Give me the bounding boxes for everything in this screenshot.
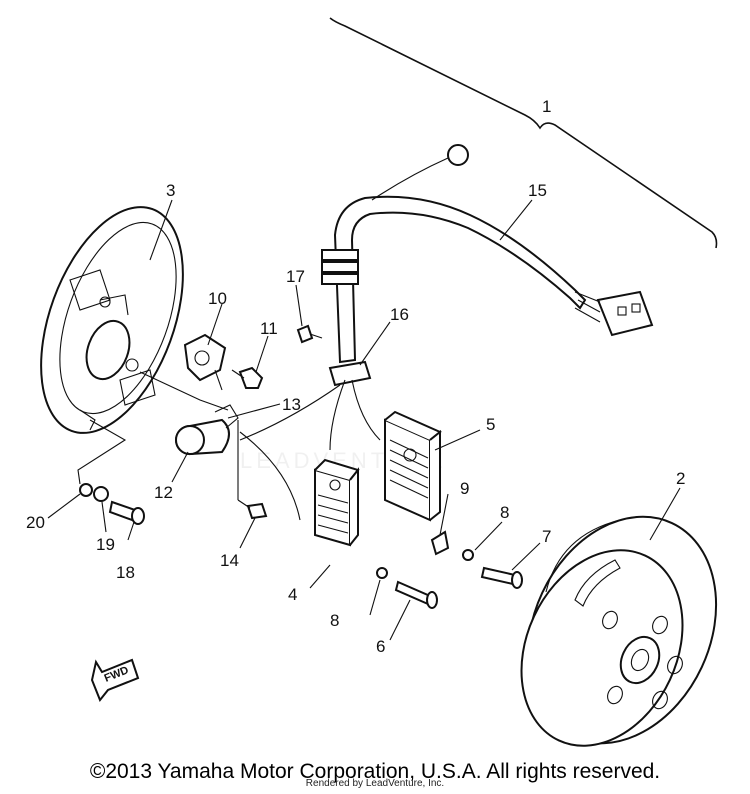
callout-6: 6 <box>376 637 385 656</box>
callout-17: 17 <box>286 267 305 286</box>
callout-3: 3 <box>166 181 175 200</box>
washer-8a <box>462 549 474 561</box>
callout-9: 9 <box>460 479 469 498</box>
washer-8b <box>376 567 388 579</box>
screw-17 <box>296 324 323 344</box>
callout-8b: 8 <box>330 611 339 630</box>
plate-9 <box>430 530 450 556</box>
condenser <box>175 404 239 456</box>
contact-breaker <box>183 333 227 391</box>
washer-19 <box>93 486 109 502</box>
flywheel-rotor <box>520 515 718 747</box>
washer-20 <box>79 483 93 497</box>
assembly-bracket <box>329 17 718 249</box>
source-coil <box>384 410 442 522</box>
callout-20: 20 <box>26 513 45 532</box>
screw-7 <box>480 566 523 589</box>
screw-6 <box>394 580 438 609</box>
callout-14: 14 <box>220 551 239 570</box>
callout-18: 18 <box>116 563 135 582</box>
wire-harness <box>321 144 654 364</box>
callout-4: 4 <box>288 585 297 604</box>
screw-18 <box>108 500 145 525</box>
stator-plate <box>40 206 184 434</box>
callout-2: 2 <box>676 469 685 488</box>
screw-14 <box>237 499 268 520</box>
lighting-coil <box>314 458 360 547</box>
callout-12: 12 <box>154 483 173 502</box>
copyright-notice: ©2013 Yamaha Motor Corporation, U.S.A. A… <box>89 760 661 783</box>
callout-7: 7 <box>542 527 551 546</box>
callout-10: 10 <box>208 289 227 308</box>
callout-13: 13 <box>282 395 301 414</box>
callout-8a: 8 <box>500 503 509 522</box>
callout-15: 15 <box>528 181 547 200</box>
callout-19: 19 <box>96 535 115 554</box>
wire-clamp <box>328 360 372 387</box>
callout-16: 16 <box>390 305 409 324</box>
callout-11: 11 <box>260 319 278 338</box>
callout-5: 5 <box>486 415 495 434</box>
forward-direction-arrow: FWD <box>90 658 140 702</box>
screw-11 <box>231 366 264 389</box>
callout-1: 1 <box>542 97 551 116</box>
rendered-by-credit: Rendered by LeadVenture, Inc. <box>305 778 445 789</box>
